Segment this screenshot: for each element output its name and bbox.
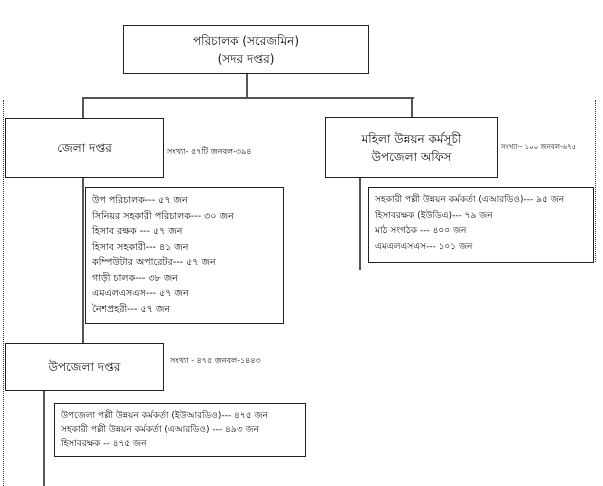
director-box: পরিচালক (সরেজমিন) (সদর দপ্তর) xyxy=(123,25,369,74)
list-item: হিসাব রক্ষক --- ৫৭ জন xyxy=(92,226,183,237)
district-office-stats: সংখ্যা- ৫৭টি জনবল-৩৯৪ xyxy=(167,147,252,156)
connector xyxy=(43,390,45,486)
list-item: হিসাব সহকারী--- ৪১ জন xyxy=(92,241,189,253)
list-item: উপ পরিচালক--- ৫৭ জন xyxy=(92,195,188,206)
list-item: সিনিয়র সহকারী পরিচালক--- ৩০ জন xyxy=(92,210,234,222)
connector xyxy=(82,97,414,99)
upazila-office-title: উপজেলা দপ্তর xyxy=(48,360,121,374)
upazila-office-box: উপজেলা দপ্তর xyxy=(5,343,164,391)
connector xyxy=(359,177,361,270)
district-office-title: জেলা দপ্তর xyxy=(57,141,112,155)
upazila-office-stats: সংখ্যা - ৪৭৫ জনবল-১৪৪৩ xyxy=(170,356,261,365)
connector xyxy=(82,97,84,343)
women-program-title: মহিলা উন্নয়ন কর্মসূচী xyxy=(361,131,462,146)
list-item: এমএলএসএস--- ১০১ জন xyxy=(375,241,473,252)
list-item: হিসাবরক্ষক -- ৪৭৫ জন xyxy=(61,439,147,449)
district-office-box: জেলা দপ্তর xyxy=(5,118,164,178)
list-item: গাড়ী চালক--- ৩৮ জন xyxy=(92,272,178,284)
list-item: সহকারী পল্লী উন্নয়ন কর্মকর্তা (এআরডিও) … xyxy=(61,425,259,435)
left-dotted-border xyxy=(3,100,4,486)
list-item: সহকারী পল্লী উন্নয়ন কর্মকর্তা (এআরডিও)-… xyxy=(375,195,565,205)
list-item: নৈশপ্রহরী--- ৫৭ জন xyxy=(92,303,170,315)
list-item: এমএলএসএস--- ৫৭ জন xyxy=(92,288,189,299)
list-item: কম্পিউটার অপারেটর--- ৫৭ জন xyxy=(92,257,216,268)
women-program-stats: সংখ্যা-- ১০০ জনবল-৬৭৫ xyxy=(501,143,577,151)
district-staff-list: উপ পরিচালক--- ৫৭ জন সিনিয়র সহকারী পরিচা… xyxy=(85,187,284,324)
women-program-subtitle: উপজেলা অফিস xyxy=(371,149,452,164)
director-subtitle: (সদর দপ্তর) xyxy=(217,51,275,66)
director-title: পরিচালক (সরেজমিন) xyxy=(193,33,299,48)
connector xyxy=(411,97,413,118)
list-item: মাঠ সংগঠক --- ৪০০ জন xyxy=(375,226,467,236)
women-program-staff-list: সহকারী পল্লী উন্নয়ন কর্মকর্তা (এআরডিও)-… xyxy=(368,187,594,263)
women-program-box: মহিলা উন্নয়ন কর্মসূচী উপজেলা অফিস xyxy=(325,117,498,178)
list-item: উপজেলা পল্লী উন্নয়ন কর্মকর্তা (ইউআরডিও)… xyxy=(61,411,268,421)
connector xyxy=(246,73,248,99)
right-dotted-border xyxy=(595,100,596,262)
upazila-staff-list: উপজেলা পল্লী উন্নয়ন কর্মকর্তা (ইউআরডিও)… xyxy=(54,403,306,457)
list-item: হিসাবরক্ষক (ইউডিএ)--- ৭৯ জন xyxy=(375,210,493,221)
